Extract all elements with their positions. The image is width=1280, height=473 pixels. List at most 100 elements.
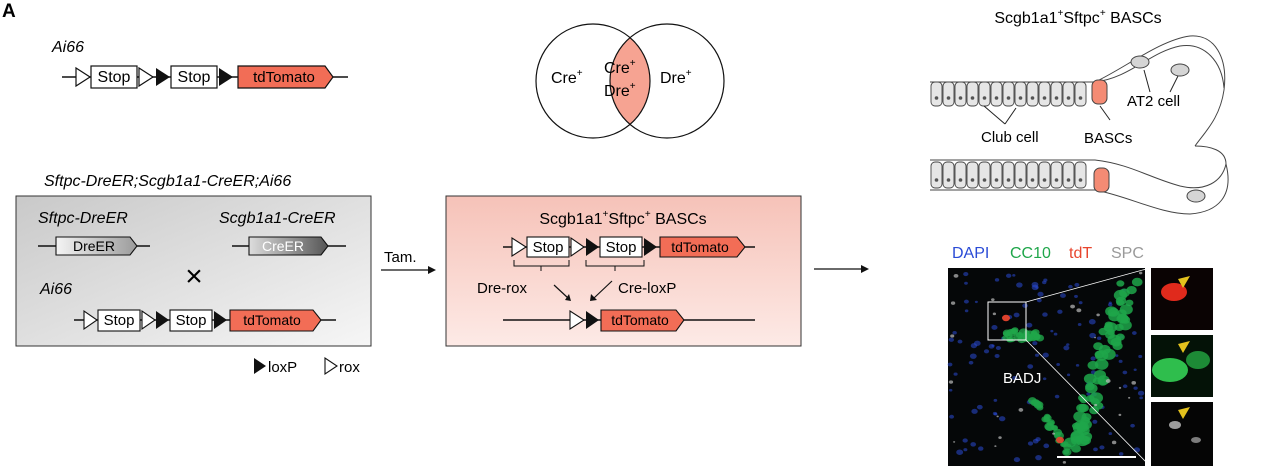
- at2-cell-label: AT2 cell: [1127, 93, 1180, 110]
- stain-signal: [1042, 312, 1048, 317]
- venn-circle-dre: [609, 23, 725, 139]
- stain-signal: [1062, 461, 1067, 464]
- stain-signal: [1060, 442, 1067, 448]
- stain-signal: [963, 272, 969, 277]
- stop-label: Stop: [533, 239, 564, 256]
- club-cell: [990, 81, 1003, 107]
- cre-arrow-head-icon: [590, 294, 597, 301]
- stain-signal: [991, 324, 998, 330]
- stain-signal: [1072, 422, 1081, 430]
- dreer-gene: [55, 236, 138, 256]
- stain-signal: [1023, 330, 1030, 336]
- stain-signal: [1036, 298, 1042, 303]
- cross-times-icon: ×: [185, 260, 203, 293]
- rox-site-icon: [569, 309, 586, 331]
- at2-cell: [1186, 189, 1206, 203]
- stain-signal: [1088, 319, 1096, 325]
- cell-nucleus: [1066, 96, 1071, 100]
- basc-callout: [1099, 105, 1111, 121]
- stain-signal: [1052, 432, 1055, 435]
- at2-cell: [1170, 63, 1190, 77]
- stain-signal: [1026, 322, 1033, 328]
- stain-signal: [953, 441, 956, 443]
- stain-signal: [991, 344, 995, 347]
- stain-signal: [1075, 363, 1080, 367]
- club-cells-upper: [930, 81, 1087, 107]
- stain-signal: [1094, 358, 1109, 370]
- result-title: Scgb1a1+Sftpc+ BASCs: [539, 209, 706, 228]
- stain-signal: [1070, 430, 1085, 442]
- stain-signal: [950, 334, 955, 338]
- dre-arrow-head-icon: [565, 294, 571, 301]
- stain-signal: [1118, 359, 1123, 363]
- stain-signal: [974, 300, 978, 304]
- loxp-site-icon: [644, 238, 657, 256]
- stain-signal: [1022, 303, 1028, 308]
- venn-mid-label-1: Cre+: [604, 58, 636, 77]
- stain-signal: [1077, 323, 1082, 326]
- stain-signal: [1115, 333, 1125, 341]
- ai66-title: Ai66: [51, 39, 84, 56]
- cell-nucleus: [958, 178, 963, 182]
- stain-signal: [1073, 411, 1087, 422]
- tdtomato-label: tdTomato: [243, 312, 301, 328]
- stain-signal: [1078, 403, 1089, 413]
- stain-signal: [1094, 336, 1097, 339]
- stain-signal: [964, 309, 969, 313]
- stain-signal: [950, 301, 956, 305]
- stain-signal: [963, 448, 968, 452]
- stain-signal: [991, 298, 995, 302]
- stain-signal: [983, 349, 990, 354]
- stain-signal: [1056, 436, 1064, 444]
- stain-signal: [1133, 447, 1141, 453]
- arrowhead-icon: [1178, 407, 1190, 419]
- club-cell: [1050, 161, 1063, 189]
- stain-signal: [1066, 373, 1071, 377]
- stain-signal: [1012, 274, 1016, 277]
- cell-nucleus: [1030, 96, 1035, 100]
- stain-signal: [969, 353, 977, 359]
- cre-title: Scgb1a1-CreER: [219, 210, 336, 227]
- stain-signal: [1070, 304, 1076, 309]
- stain-signal: [1037, 291, 1044, 297]
- stain-signal: [1133, 368, 1137, 372]
- inset-cc10-cell: [1186, 351, 1210, 369]
- stain-signal: [1062, 448, 1072, 456]
- micrograph-panel: DAPI CC10 tdT SPC BADJ: [947, 245, 1213, 467]
- stain-signal: [1034, 353, 1040, 357]
- stain-signal: [1092, 419, 1098, 424]
- stain-signal: [994, 445, 997, 448]
- stain-signal: [1114, 323, 1124, 332]
- stain-signal: [1094, 403, 1098, 407]
- club-cell: [1050, 81, 1063, 107]
- stain-signal: [1053, 332, 1058, 336]
- loxp-legend-icon: [254, 358, 266, 374]
- stain-signal: [1032, 438, 1039, 444]
- club-cell: [1038, 161, 1051, 189]
- stain-signal: [1111, 440, 1117, 445]
- badj-label: BADJ: [1003, 370, 1041, 387]
- tdtomato-gene: [229, 309, 322, 332]
- stain-signal: [1063, 345, 1070, 351]
- venn-diagram: Cre+ Dre+ Cre+ Dre+: [535, 23, 725, 139]
- stain-spc-label: SPC: [1111, 245, 1144, 262]
- stain-signal: [1089, 332, 1096, 339]
- stain-signal: [970, 442, 977, 447]
- venn-overlap: [610, 24, 650, 138]
- venn-right-label: Dre+: [660, 68, 692, 87]
- stain-signal: [992, 312, 997, 316]
- stain-signal: [1032, 341, 1038, 346]
- club-cell: [954, 161, 967, 189]
- stain-signal: [1093, 447, 1098, 452]
- stain-signal: [1131, 380, 1137, 385]
- stain-signal: [1108, 432, 1113, 436]
- cell-nucleus: [1078, 178, 1083, 182]
- cell-nucleus: [994, 178, 999, 182]
- stop-cassette: [170, 65, 218, 89]
- stain-signal: [1066, 343, 1070, 346]
- lower-alveolus-outline: [930, 163, 1229, 215]
- stain-signal: [976, 404, 983, 410]
- stop-label: Stop: [176, 312, 207, 329]
- rox-legend-icon: [324, 356, 338, 376]
- stain-signal: [1013, 457, 1021, 463]
